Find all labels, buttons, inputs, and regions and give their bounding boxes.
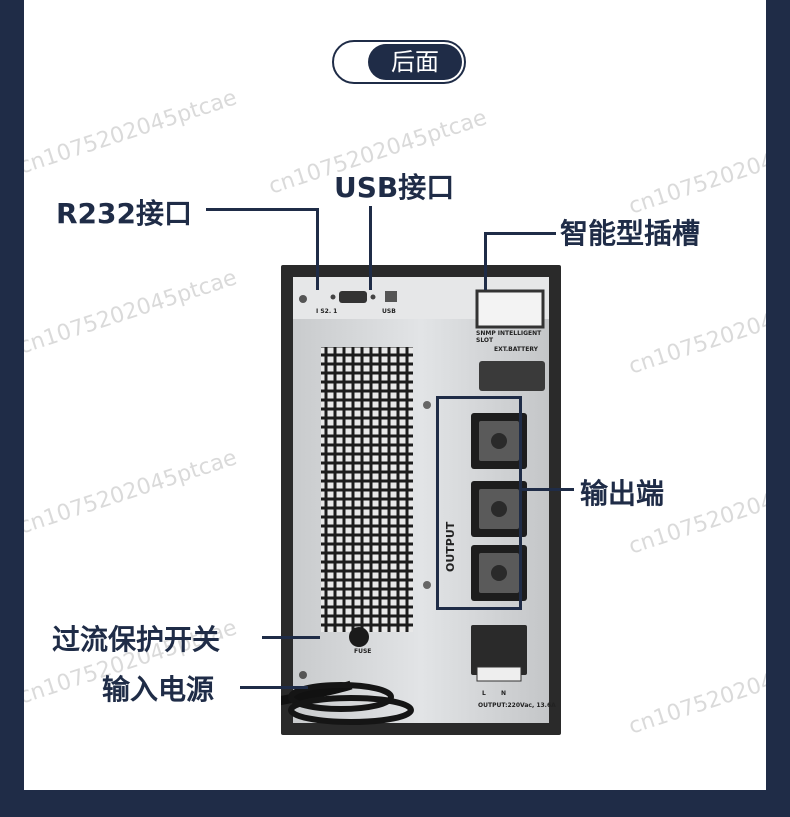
rs232-callout: R232接口 — [56, 197, 193, 230]
power-input-leader — [240, 686, 308, 689]
rs232-leader — [206, 208, 318, 211]
power-input-callout: 输入电源 — [102, 673, 215, 706]
fuse-label: FUSE — [354, 648, 372, 655]
terminal-n-label: N — [501, 690, 507, 697]
watermark: cn1075202045ptcae — [625, 125, 766, 220]
output-leader — [522, 488, 574, 491]
smart-slot-leader-v — [484, 232, 487, 290]
watermark: cn1075202045ptcae — [625, 645, 766, 740]
output-bracket — [436, 396, 522, 610]
terminal-l-label: L — [482, 690, 486, 697]
snmp-slot — [475, 289, 545, 329]
output-sockets — [471, 413, 527, 601]
usb-port-label: USB — [382, 308, 396, 315]
watermark: cn1075202045ptcae — [24, 85, 241, 180]
breaker-leader — [262, 636, 320, 639]
usb-port — [385, 291, 397, 302]
output-rating-label: OUTPUT:220Vac, 13.6A — [478, 702, 556, 709]
watermark: cn1075202045ptcae — [625, 285, 766, 380]
ext-battery-label: EXT.BATTERY — [494, 346, 538, 353]
ventilation-grille — [321, 347, 413, 632]
power-cable — [281, 680, 353, 706]
usb-leader — [369, 206, 372, 290]
tab-back-view[interactable]: 后面 — [368, 44, 462, 80]
view-toggle[interactable]: 后面 — [332, 40, 466, 84]
smart-slot-leader — [484, 232, 556, 235]
rs232-leader-v — [316, 208, 319, 290]
watermark: cn1075202045ptcae — [24, 445, 241, 540]
product-card: 后面 cn1075202045ptcae cn1075202045ptcae c… — [24, 0, 766, 790]
output-callout: 输出端 — [580, 477, 665, 510]
usb-callout: USB接口 — [334, 171, 455, 204]
terminal-block — [471, 625, 527, 675]
rs232-port — [339, 291, 367, 303]
watermark: cn1075202045ptcae — [24, 265, 241, 360]
ext-battery-connector — [479, 361, 545, 391]
breaker-callout: 过流保护开关 — [52, 623, 221, 656]
smart-slot-callout: 智能型插槽 — [560, 217, 701, 250]
rs232-port-label: I S2. 1 — [316, 308, 338, 315]
ups-rear-panel — [281, 265, 561, 735]
breaker-knob — [349, 627, 369, 647]
snmp-slot-label: SNMP INTELLIGENT SLOT — [476, 330, 542, 344]
